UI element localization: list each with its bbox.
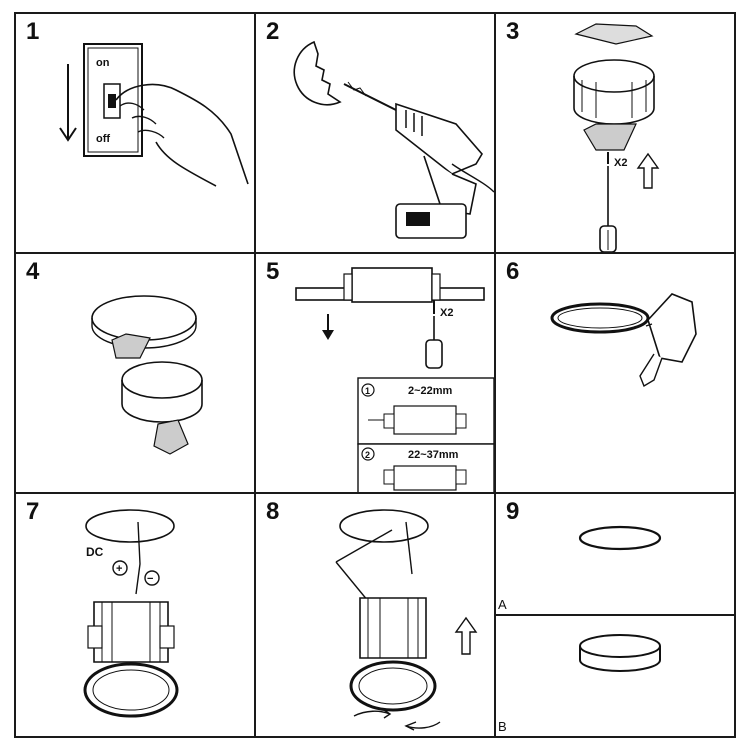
thickness-range-label: 22~37mm <box>408 449 459 461</box>
wiring-illustration: DC + − <box>83 509 179 718</box>
step-1-panel: 1 on off <box>14 12 256 254</box>
mounting-illustration: X2 1 2~22mm 2 22~37mm <box>295 267 494 492</box>
insert-ring-illustration <box>91 295 203 455</box>
step-number: 5 <box>266 258 280 285</box>
dc-label: DC <box>86 545 104 559</box>
step-9b-panel: B <box>494 614 736 738</box>
step-6-panel: 6 <box>494 252 736 494</box>
switch-on-label: on <box>96 57 110 69</box>
step-3-panel: 3 X2 <box>494 12 736 254</box>
thickness-range-label: 2~22mm <box>408 385 453 397</box>
step-8-panel: 8 <box>254 492 496 738</box>
step-number: 9 <box>506 498 520 525</box>
variant-a-label: A <box>498 597 507 612</box>
step-2-panel: 2 <box>254 12 496 254</box>
spring-clip-illustration: X2 <box>573 23 660 252</box>
variant-b-label: B <box>498 719 507 734</box>
step-4-panel: 4 <box>14 252 256 494</box>
option-badge: 2 <box>365 450 370 460</box>
step-number: 8 <box>266 498 280 525</box>
plus-terminal-icon: + <box>116 563 122 575</box>
option-badge: 1 <box>365 386 370 396</box>
step-9a-panel: 9 A <box>494 492 736 616</box>
switch-off-illustration: on off <box>59 43 249 187</box>
step-7-panel: 7 DC + − <box>14 492 256 738</box>
drill-ceiling-illustration <box>293 40 494 239</box>
switch-off-label: off <box>96 133 110 145</box>
step-number: 7 <box>26 498 40 525</box>
finished-trim-a-illustration <box>578 525 662 551</box>
screw-count-label: X2 <box>440 307 453 319</box>
step-5-panel: 5 X2 1 2~22mm <box>254 252 496 494</box>
minus-terminal-icon: − <box>147 573 153 585</box>
step-number: 1 <box>26 18 40 45</box>
step-number: 2 <box>266 18 280 45</box>
finished-trim-b-illustration <box>579 634 661 672</box>
sealant-illustration <box>550 293 697 388</box>
insert-luminaire-illustration <box>335 509 478 731</box>
screw-count-label: X2 <box>614 157 627 169</box>
step-number: 3 <box>506 18 520 45</box>
step-number: 6 <box>506 258 520 285</box>
instruction-grid: 1 on off 2 <box>14 12 736 738</box>
step-number: 4 <box>26 258 40 285</box>
